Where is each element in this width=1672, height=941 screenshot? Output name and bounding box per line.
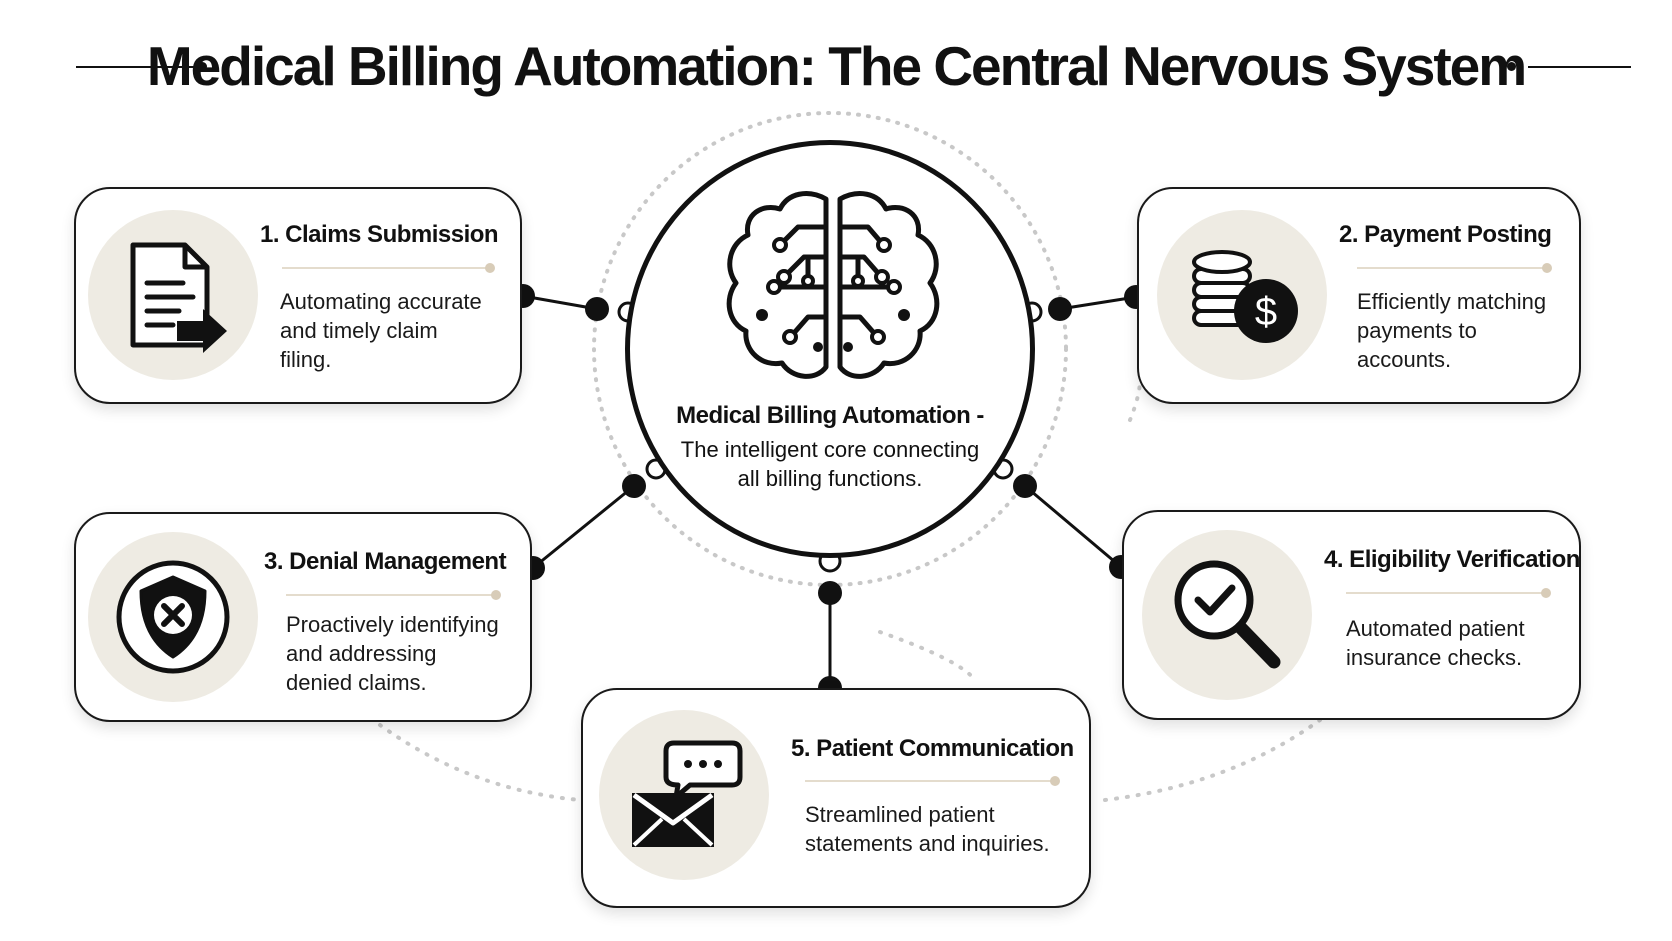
card-title: 3. Denial Management	[264, 548, 507, 575]
document-arrow-icon	[130, 242, 227, 353]
icon-disc	[599, 710, 769, 880]
brain-circuit-icon	[726, 191, 940, 379]
dotted-ring-outer	[378, 378, 1322, 802]
card-divider	[282, 263, 495, 273]
card-title: 1. Claims Submission	[260, 221, 499, 248]
magnifier-check-icon	[1174, 560, 1281, 669]
title-rule-right	[1528, 66, 1631, 68]
hub-description: The intelligent core connecting all bill…	[680, 437, 980, 491]
title-rule-left	[76, 66, 204, 68]
card-description: Automating accurate and timely claim fil…	[280, 289, 482, 372]
card-title: 2. Payment Posting	[1339, 221, 1552, 248]
card-description: Proactively identifying and addressing d…	[286, 612, 499, 695]
card-description: Efficiently matching payments to account…	[1357, 289, 1547, 372]
card-claims-submission: 1. Claims Submission Automating accurate…	[74, 187, 522, 404]
icon-disc: $	[1157, 210, 1327, 380]
card-divider	[286, 590, 501, 600]
connector-lines	[522, 294, 1137, 688]
envelope-chat-icon	[632, 740, 743, 847]
card-denial-management: 3. Denial Management Proactively identif…	[74, 512, 532, 722]
card-eligibility-verification: 4. Eligibility Verification Automated pa…	[1122, 510, 1581, 720]
coins-dollar-icon: $	[1192, 250, 1298, 343]
shield-x-icon	[116, 560, 230, 674]
card-divider	[1357, 263, 1552, 273]
title-row: Medical Billing Automation: The Central …	[0, 28, 1672, 104]
svg-text:$: $	[1255, 290, 1277, 334]
card-description: Automated patient insurance checks.	[1346, 616, 1525, 670]
central-hub: Medical Billing Automation - The intelli…	[625, 140, 1035, 558]
card-title: 5. Patient Communication	[791, 735, 1074, 762]
icon-disc	[1142, 530, 1312, 700]
card-payment-posting: $ 2. Payment Posting Efficiently matchin…	[1137, 187, 1581, 404]
icon-disc	[88, 210, 258, 380]
icon-disc	[88, 532, 258, 702]
card-divider	[1346, 588, 1551, 598]
card-description: Streamlined patient statements and inqui…	[805, 802, 1050, 856]
title-dot-right	[1507, 62, 1516, 71]
title-dot-left	[198, 62, 207, 71]
card-divider	[805, 776, 1060, 786]
card-title: 4. Eligibility Verification	[1324, 546, 1580, 573]
card-patient-communication: 5. Patient Communication Streamlined pat…	[581, 688, 1091, 908]
page-title: Medical Billing Automation: The Central …	[146, 35, 1527, 97]
hub-title: Medical Billing Automation -	[676, 402, 984, 429]
